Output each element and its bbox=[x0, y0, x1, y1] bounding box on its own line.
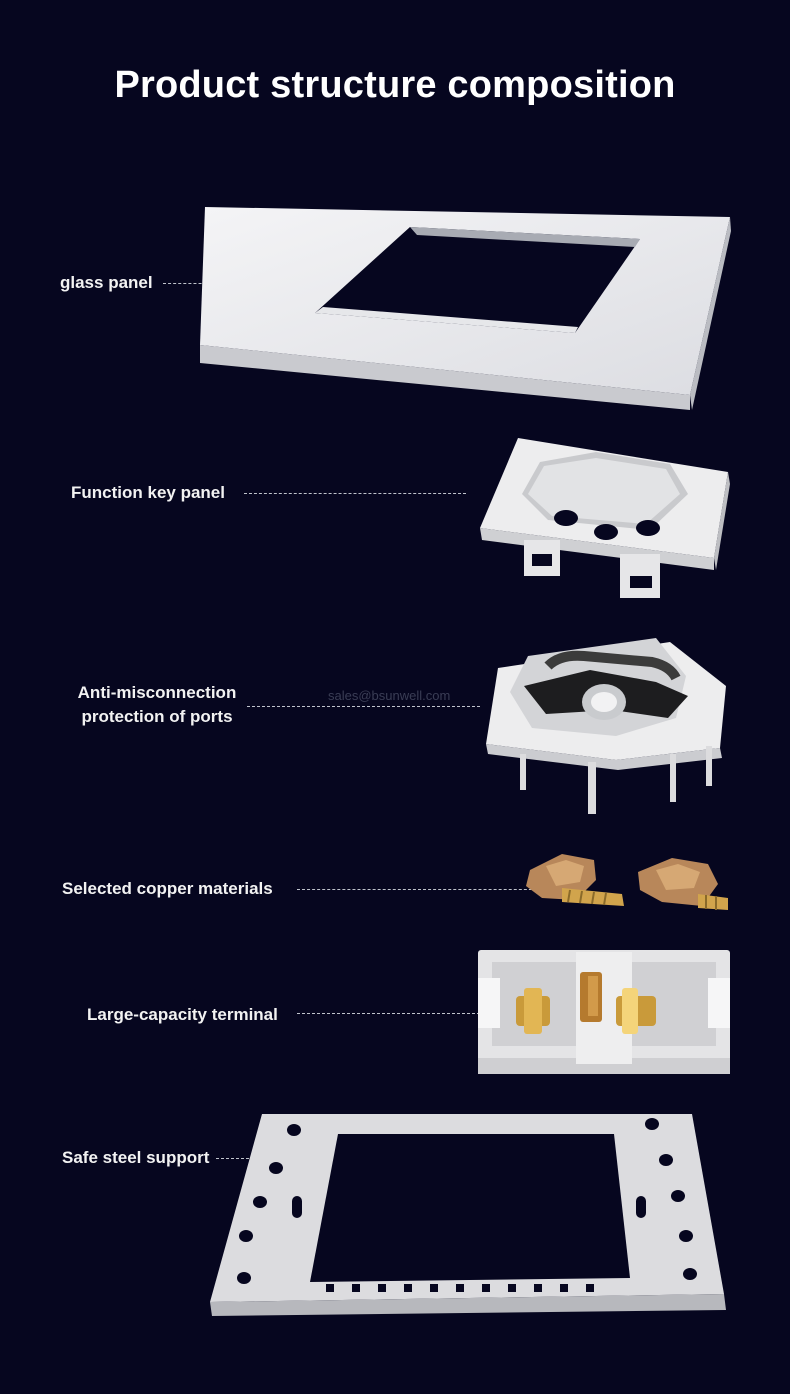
steel-frame-image bbox=[210, 1114, 726, 1316]
label-function-key-panel: Function key panel bbox=[71, 483, 225, 502]
label-safe-steel-support: Safe steel support bbox=[62, 1148, 210, 1167]
page-title: Product structure composition bbox=[114, 64, 676, 106]
leader-line-large-capacity-terminal bbox=[297, 1013, 480, 1014]
leader-line-anti-misconnection bbox=[247, 706, 480, 707]
leader-line-copper-materials bbox=[297, 889, 547, 890]
copper-contacts-image bbox=[526, 854, 728, 910]
port-protection-shutter-image bbox=[486, 638, 726, 814]
leader-line-function-key-panel bbox=[244, 493, 466, 494]
label-anti-misconnection-line2: protection of ports bbox=[81, 707, 233, 726]
label-anti-misconnection-line1: Anti-misconnection bbox=[77, 683, 237, 702]
label-glass-panel: glass panel bbox=[60, 273, 153, 292]
glass-panel-image bbox=[200, 207, 731, 410]
terminal-block-image bbox=[478, 950, 730, 1074]
label-large-capacity-terminal: Large-capacity terminal bbox=[87, 1005, 278, 1024]
watermark-text: sales@bsunwell.com bbox=[328, 688, 451, 703]
function-key-panel-image bbox=[480, 438, 730, 598]
label-copper-materials: Selected copper materials bbox=[62, 879, 273, 898]
label-anti-misconnection: Anti-misconnection protection of ports bbox=[62, 681, 252, 729]
